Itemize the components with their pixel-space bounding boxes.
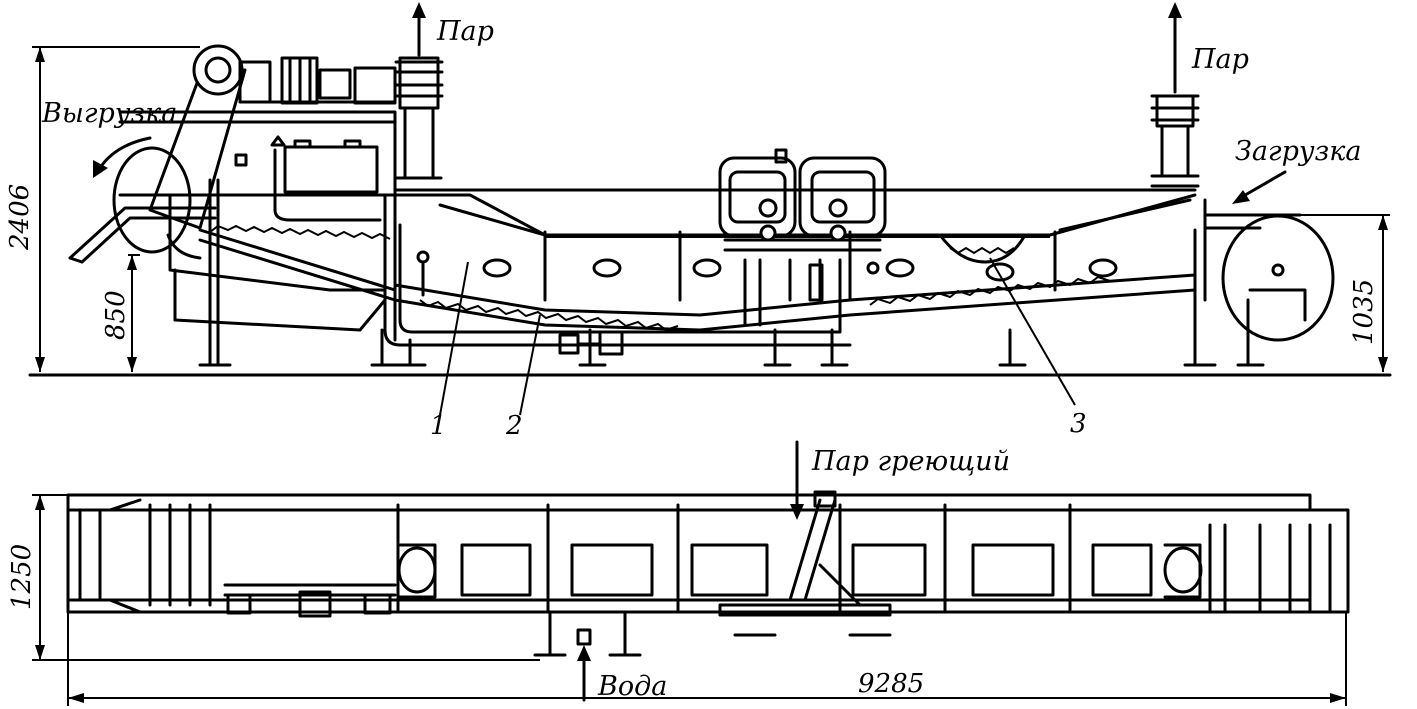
motor-drive: [238, 56, 397, 105]
frame-legs: [198, 178, 1265, 367]
left-conveyor: [198, 224, 397, 302]
left-steam-stack: [394, 2, 444, 180]
dim-width-plan: 1250: [7, 544, 37, 610]
plan-windows: [460, 543, 1153, 597]
plan-view: [32, 440, 1350, 706]
heating-coils: [718, 148, 887, 302]
steam-out-left-label: Пар: [436, 16, 494, 47]
plan-supports: [533, 610, 892, 657]
dim-height-unload: 850: [101, 290, 131, 340]
piping: [383, 213, 852, 356]
text-labels: Пар Пар Выгрузка Загрузка Пар греющий Во…: [5, 16, 1379, 702]
unload-drum: [68, 146, 217, 264]
dim-height-total: 2406: [5, 184, 35, 251]
dim-length-total: 9285: [858, 669, 924, 699]
left-housing: [118, 110, 397, 332]
dim-height-load: 1035: [1349, 279, 1379, 345]
plan-steam-pipe: [718, 440, 892, 617]
load-hopper: [938, 233, 1027, 264]
load-label: Загрузка: [1235, 136, 1361, 167]
load-drum: [1203, 170, 1335, 342]
callout-3: 3: [1070, 409, 1087, 439]
water-inlet: [576, 628, 592, 702]
inspection-ports: [416, 250, 1118, 297]
water-label: Вода: [597, 671, 667, 702]
plan-drive: [223, 583, 397, 618]
callout-leaders: [439, 257, 1076, 416]
heating-steam-label: Пар греющий: [811, 446, 1010, 477]
side-dimensions: [32, 46, 1390, 372]
callout-2: 2: [505, 411, 523, 441]
plan-ports: [397, 543, 1203, 599]
plan-dimensions: [32, 494, 1347, 706]
callout-1: 1: [430, 411, 447, 441]
unload-arrow: [93, 136, 152, 178]
right-steam-stack: [1150, 2, 1200, 188]
steam-out-right-label: Пар: [1191, 44, 1249, 75]
unload-label: Выгрузка: [41, 98, 177, 129]
side-elevation-view: [28, 2, 1392, 416]
